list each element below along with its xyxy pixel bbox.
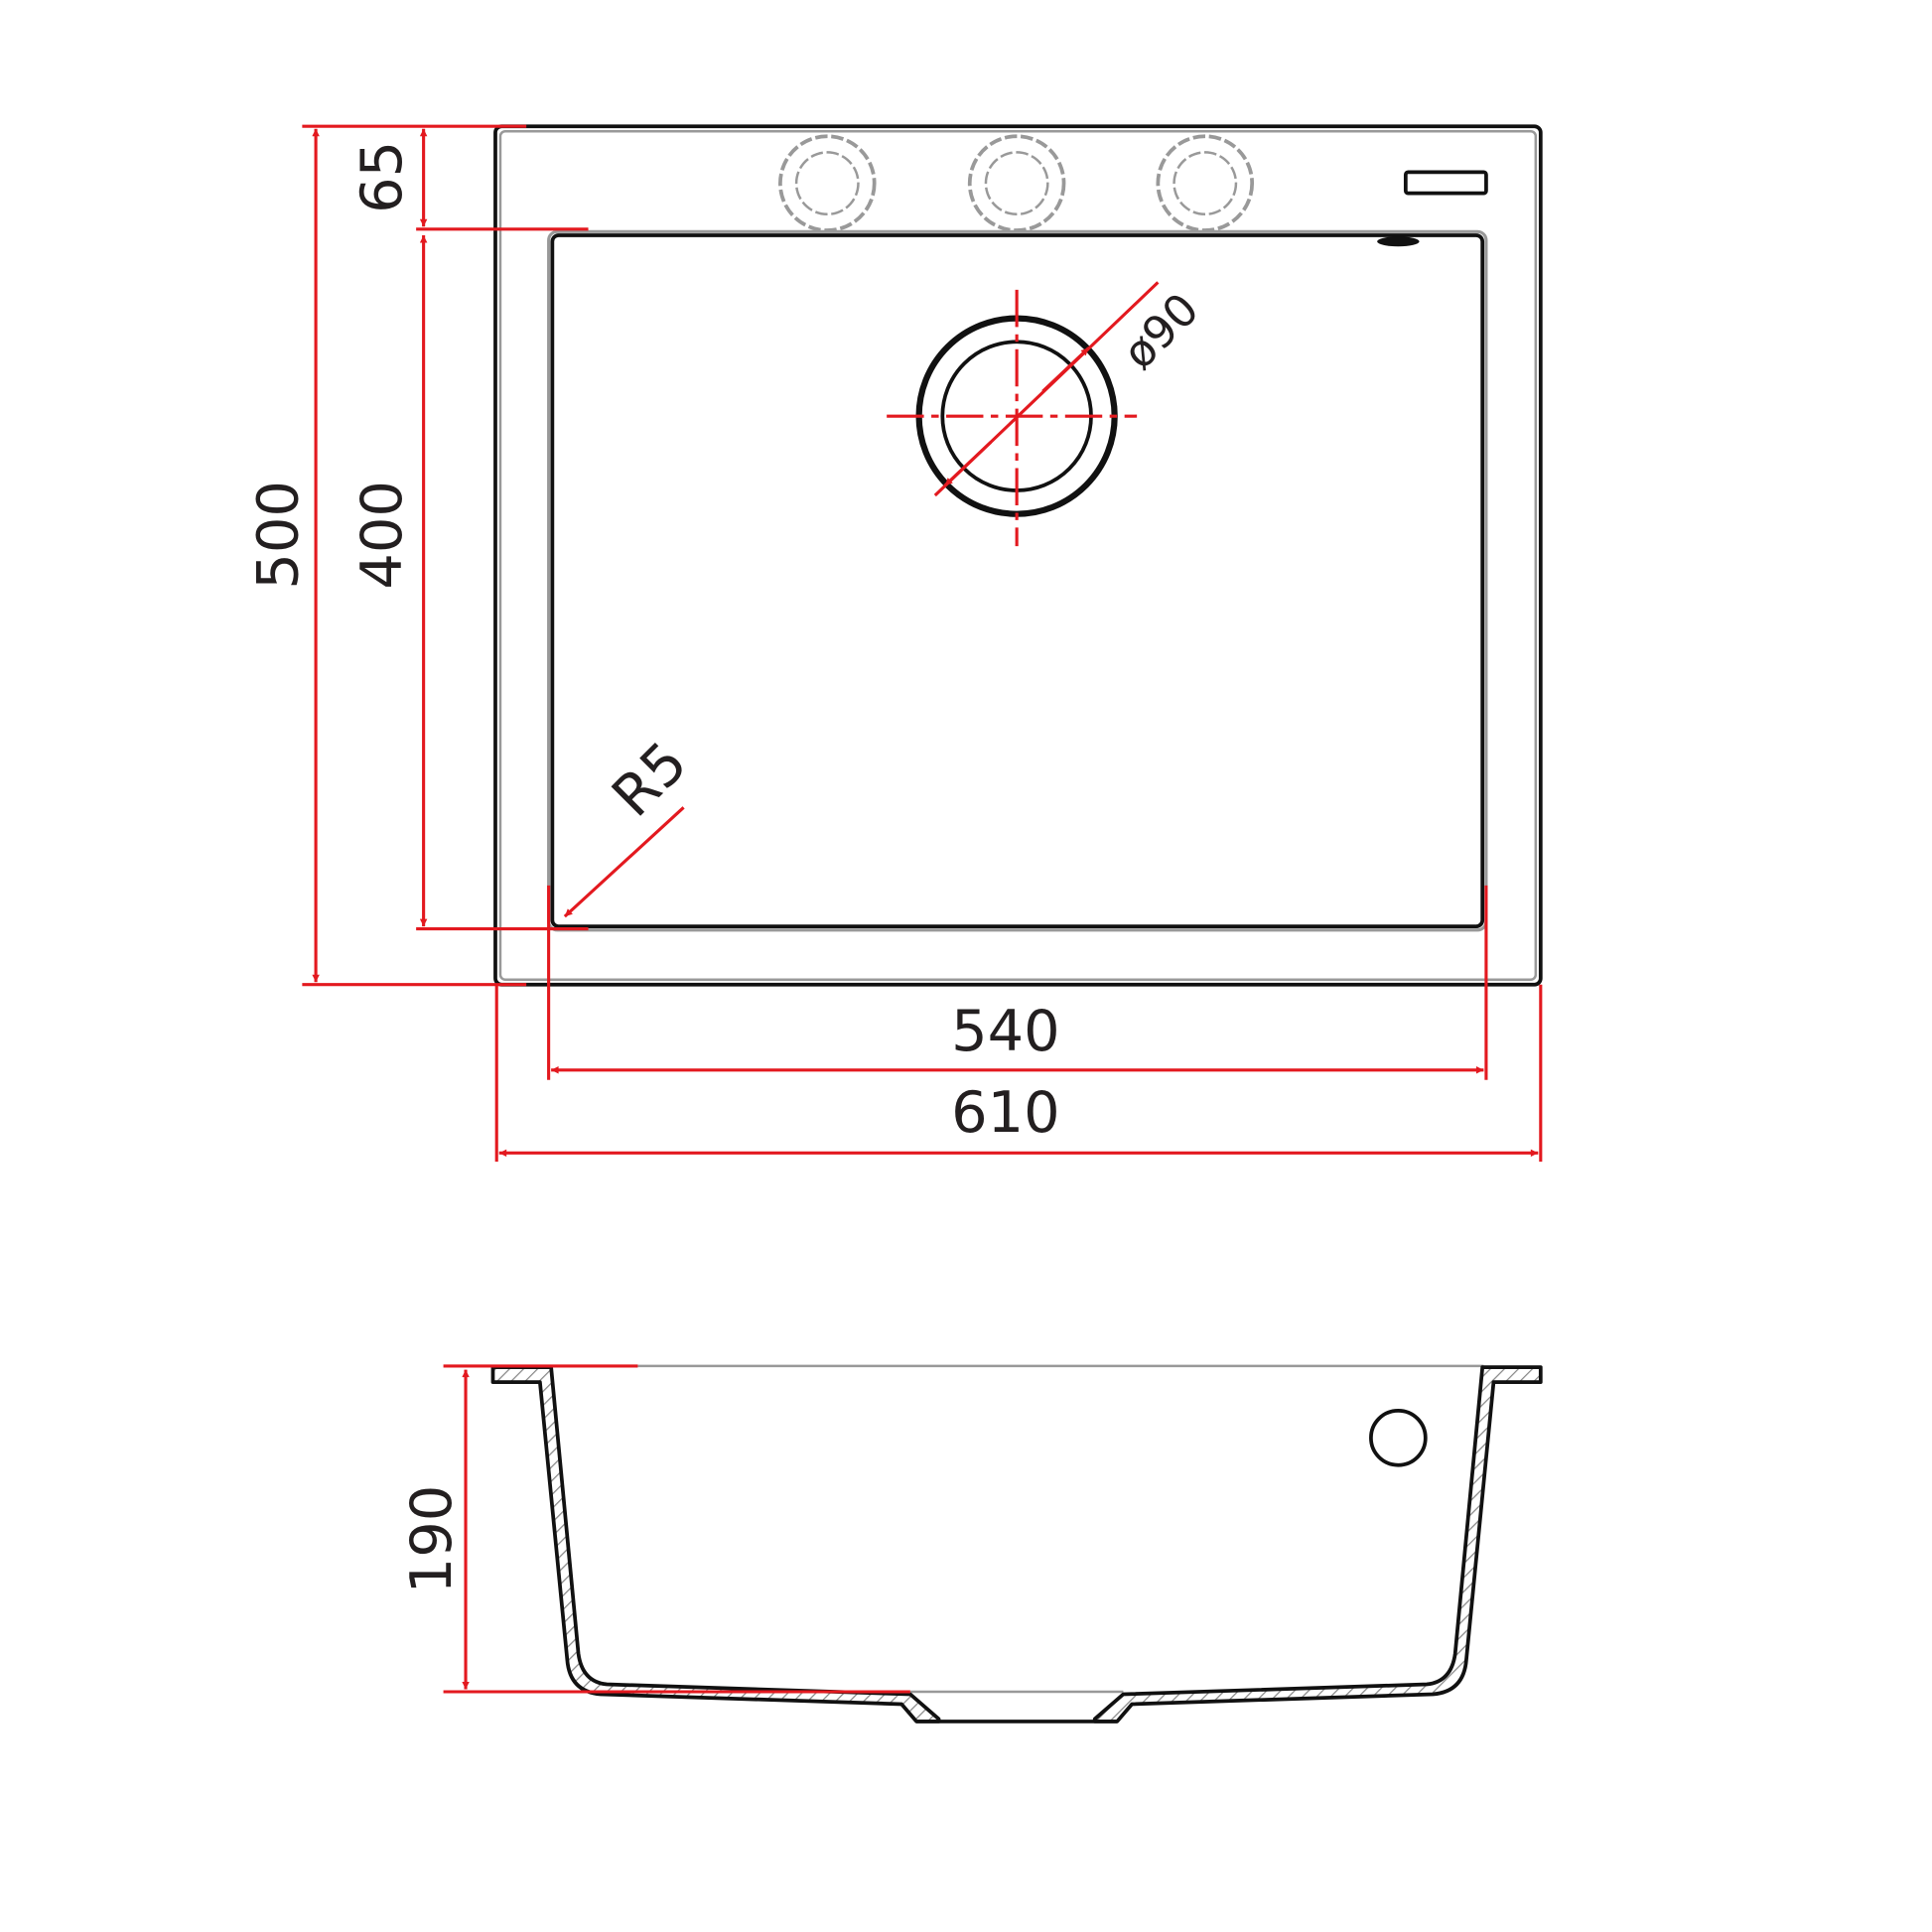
overflow-slot	[1403, 170, 1488, 196]
overflow-outlet	[1377, 236, 1420, 247]
dim-overall-depth-label: 500	[244, 481, 311, 590]
sink-outer-outline	[493, 124, 1543, 987]
tap-hole-1	[778, 134, 877, 232]
overflow-hole	[1369, 1408, 1428, 1467]
tap-hole-2	[967, 134, 1066, 232]
drain-diameter-arrow	[943, 441, 993, 487]
dim-rim-front-label: 65	[348, 141, 415, 213]
left-wall-section	[490, 1365, 941, 1724]
dim-overall-width-label: 610	[951, 1079, 1060, 1146]
corner-radius-label: R5	[600, 729, 700, 829]
side-view: 190	[398, 1364, 1543, 1724]
right-wall-section	[1092, 1365, 1543, 1724]
corner-radius-leader	[563, 806, 685, 918]
tap-hole-3	[1156, 134, 1255, 232]
dim-bowl-height-label: 190	[398, 1485, 465, 1594]
dim-bowl-width-label: 540	[951, 998, 1060, 1064]
dim-bowl-depth-label: 400	[348, 481, 415, 590]
bowl-outline	[550, 233, 1485, 928]
drain-diameter-label: ø90	[1112, 283, 1208, 379]
sink-outer-inner-edge	[498, 129, 1538, 981]
top-view: ø90 R5 500 65 400 540 610	[244, 124, 1543, 1163]
drain-diameter-arrow	[1041, 346, 1090, 393]
